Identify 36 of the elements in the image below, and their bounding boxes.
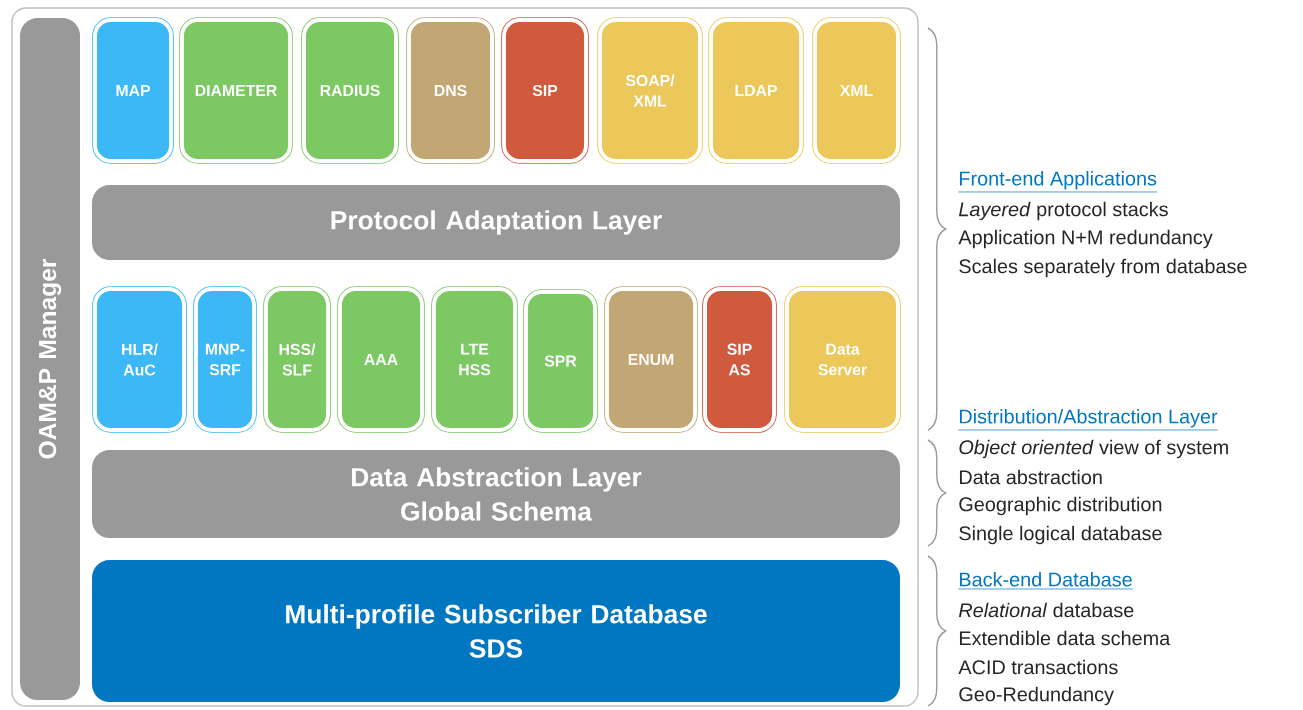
section-heading: Distribution/Abstraction Layer bbox=[958, 409, 1219, 431]
feature-text: Single logical database bbox=[959, 525, 1162, 545]
layer-bar: Protocol Adaptation Layer bbox=[92, 185, 900, 260]
feature-text: Object oriented view of system bbox=[959, 439, 1228, 459]
application-box: HSS/ SLF bbox=[263, 286, 331, 433]
protocol-box: DNS bbox=[406, 17, 495, 164]
feature-text: ACID transactions bbox=[958, 659, 1118, 675]
feature-text: Scales separately from database bbox=[959, 258, 1247, 278]
feature-text: Data abstraction bbox=[960, 469, 1102, 485]
feature-text: Geographic distribution bbox=[959, 496, 1162, 516]
section-heading: Front-end Applications bbox=[958, 171, 1158, 193]
application-box: SIP AS bbox=[702, 286, 777, 433]
application-box: AAA bbox=[337, 286, 425, 433]
manager-bar: OAM&P Manager bbox=[20, 18, 80, 700]
protocol-box: LDAP bbox=[708, 17, 804, 164]
application-box: LTE HSS bbox=[431, 286, 518, 433]
feature-text: Layered protocol stacks bbox=[958, 201, 1168, 221]
feature-text: Extendible data schema bbox=[960, 630, 1171, 646]
application-box: SPR bbox=[523, 289, 598, 433]
feature-text: Relational database bbox=[958, 602, 1134, 618]
protocol-box: DIAMETER bbox=[179, 17, 293, 164]
frame bbox=[11, 7, 919, 707]
feature-text: Geo-Redundancy bbox=[959, 686, 1114, 706]
section-heading: Back-end Database bbox=[958, 571, 1134, 590]
protocol-box: XML bbox=[812, 17, 901, 164]
protocol-box: SOAP/ XML bbox=[597, 17, 703, 164]
application-box: Data Server bbox=[784, 286, 901, 433]
database-box: Multi-profile Subscriber Database SDS bbox=[92, 560, 900, 702]
protocol-box: RADIUS bbox=[301, 17, 399, 164]
application-box: MNP- SRF bbox=[193, 286, 257, 433]
application-box: HLR/ AuC bbox=[92, 286, 187, 433]
layer-bar: Data Abstraction Layer Global Schema bbox=[92, 450, 900, 538]
protocol-box: SIP bbox=[501, 17, 589, 164]
application-box: ENUM bbox=[604, 286, 698, 433]
feature-text: Application N+M redundancy bbox=[958, 229, 1213, 249]
protocol-box: MAP bbox=[92, 17, 174, 164]
